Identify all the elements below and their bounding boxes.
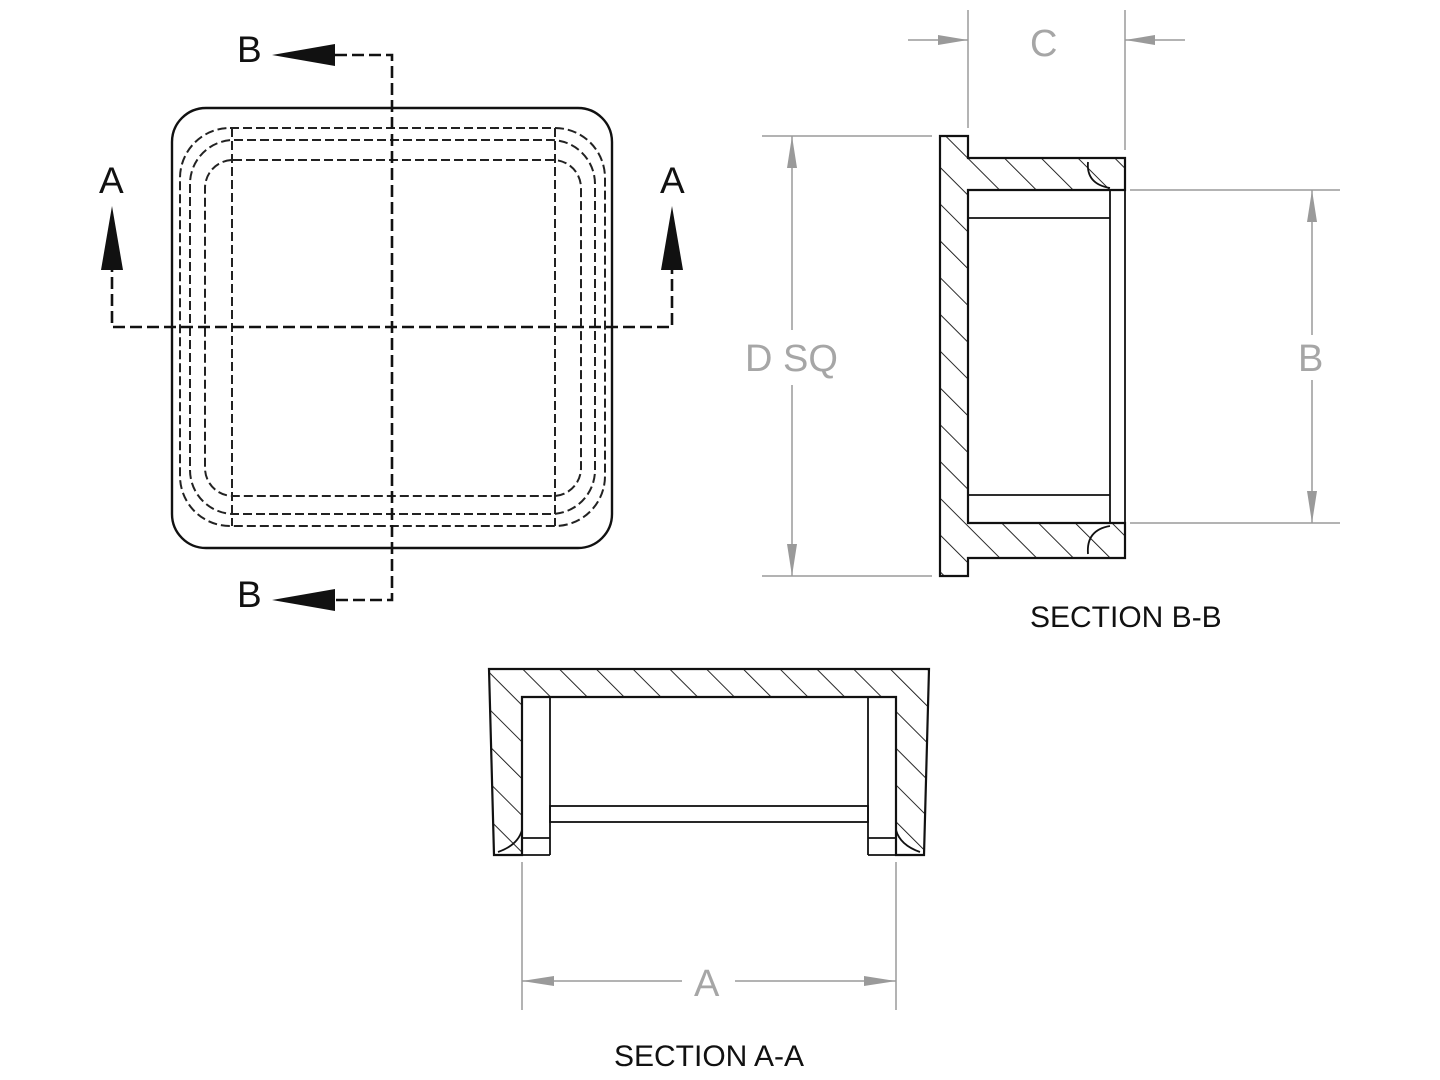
section-a-cut-material: [487, 667, 931, 857]
dim-a-label: A: [694, 963, 720, 1005]
dim-b-label: B: [1298, 338, 1323, 380]
section-b-cut-material: [938, 134, 1127, 578]
dimension-b: B: [1130, 189, 1340, 524]
section-a-caption: SECTION A-A: [614, 1040, 804, 1073]
front-view: A A B B: [99, 29, 685, 615]
section-b-b: C D SQ B SECTION B-B: [745, 10, 1340, 634]
section-label-a-right: A: [660, 160, 685, 201]
section-label-b-bottom: B: [237, 574, 262, 615]
section-b-cavity: [968, 158, 1126, 558]
dim-d-label: D SQ: [745, 338, 838, 380]
section-label-b-top: B: [237, 29, 262, 70]
section-b-caption: SECTION B-B: [1030, 601, 1222, 634]
dim-c-label: C: [1030, 23, 1057, 65]
dimension-c: C: [908, 10, 1185, 150]
dimension-a: A: [521, 862, 897, 1010]
section-a-cavity: [497, 697, 921, 856]
section-a-a: A SECTION A-A: [487, 667, 931, 1073]
cutting-plane-b: B B: [237, 29, 394, 615]
dimension-d-sq: D SQ: [745, 135, 932, 577]
section-label-a-left: A: [99, 160, 124, 201]
